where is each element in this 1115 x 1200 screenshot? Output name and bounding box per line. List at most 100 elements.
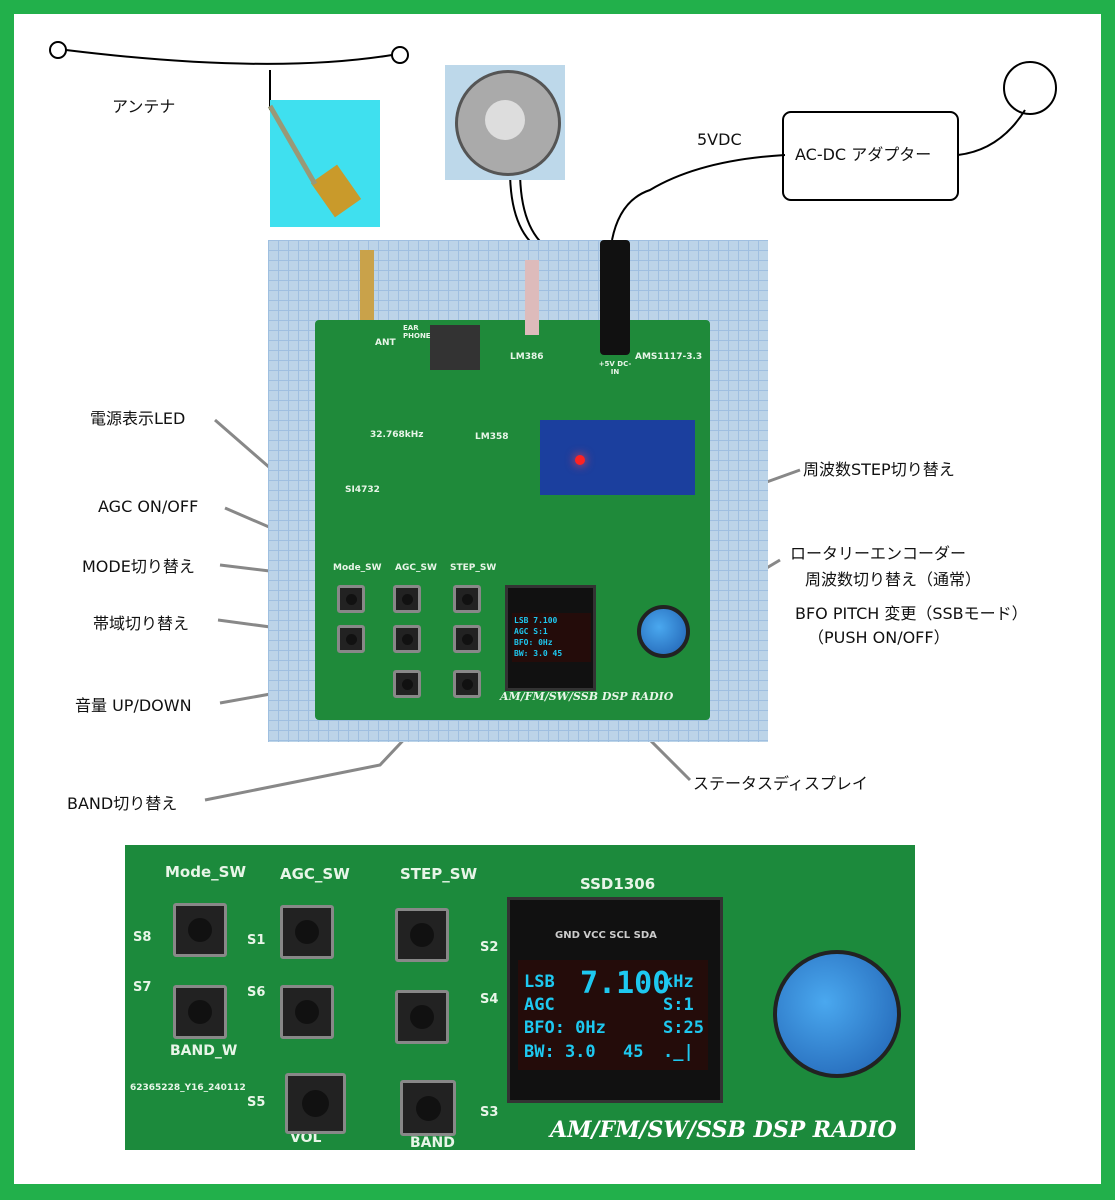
oled-small-bw: BW: 3.0 xyxy=(514,649,548,658)
plug-cable xyxy=(957,109,1026,156)
oled-signal: S:25 xyxy=(663,1018,704,1038)
s7-silk: S7 xyxy=(133,980,152,995)
speaker-photo xyxy=(445,65,565,180)
oled-mode: LSB xyxy=(524,972,555,992)
button-s8[interactable] xyxy=(173,903,227,957)
encoder-freq-label: 周波数切り替え（通常） xyxy=(805,570,982,589)
xtal-silk: 32.768kHz xyxy=(370,430,424,440)
ams-silk: AMS1117-3.3 xyxy=(635,352,703,362)
revision-silk: 62365228_Y16_240112 xyxy=(130,1083,246,1093)
volume-label: 音量 UP/DOWN xyxy=(75,696,192,715)
antenna-end-left xyxy=(49,41,67,59)
closeup-photo: Mode_SW AGC_SW STEP_SW SSD1306 S8 S1 S2 … xyxy=(125,845,915,1151)
oled-small-agc: AGC xyxy=(514,627,529,636)
rotary-encoder[interactable] xyxy=(773,950,901,1078)
button-s7[interactable] xyxy=(173,985,227,1039)
band-silk: BAND xyxy=(410,1135,455,1151)
oled-small-step: S:1 xyxy=(533,627,548,636)
arduino-pro-mini xyxy=(540,420,695,495)
board-title: AM/FM/SW/SSB DSP RADIO xyxy=(550,1117,897,1143)
button-s6[interactable] xyxy=(280,985,334,1039)
adapter-label: AC-DC アダプター xyxy=(795,145,932,164)
button-s1[interactable] xyxy=(280,905,334,959)
encoder-push-label: （PUSH ON/OFF） xyxy=(808,628,950,647)
band-label: BAND切り替え xyxy=(67,794,178,813)
oled-frequency: 7.100 xyxy=(580,966,671,1001)
oled-small-freq: 7.100 xyxy=(533,616,558,625)
ant-silk: ANT xyxy=(375,338,396,348)
button-s3-small[interactable] xyxy=(453,670,481,698)
band-w-silk: BAND_W xyxy=(170,1043,238,1059)
outlet-icon xyxy=(1003,61,1057,115)
button-s5-small[interactable] xyxy=(393,670,421,698)
button-s3[interactable] xyxy=(400,1080,456,1136)
oled-small-mode: LSB xyxy=(514,616,529,625)
dc-cable xyxy=(611,154,786,241)
s3-silk: S3 xyxy=(480,1105,499,1120)
rotary-encoder-small[interactable] xyxy=(637,605,690,658)
oled-screen-small: LSB 7.100 AGC S:1 BFO: 0Hz BW: 3.0 45 xyxy=(512,613,591,662)
board-title-small: AM/FM/SW/SSB DSP RADIO xyxy=(500,690,674,703)
dc-in-silk: +5V DC-IN xyxy=(598,360,632,376)
lm386-silk: LM386 xyxy=(510,352,544,362)
s1-silk: S1 xyxy=(247,933,266,948)
5vdc-label: 5VDC xyxy=(697,130,742,149)
s2-silk: S2 xyxy=(480,940,499,955)
antenna-connector-photo xyxy=(267,100,380,227)
agc-sw-silk: AGC_SW xyxy=(280,865,350,883)
oled-signal-bar: ._| xyxy=(663,1042,694,1062)
adapter-box xyxy=(782,111,959,201)
pcb-board: ANT EAR PHONE LM386 AMS1117-3.3 +5V DC-I… xyxy=(315,240,710,720)
button-s7-small[interactable] xyxy=(337,625,365,653)
encoder-label: ロータリーエンコーダー xyxy=(790,544,967,563)
oled-small-vol: 45 xyxy=(552,649,563,658)
s5-silk: S5 xyxy=(247,1095,266,1110)
mode-sw-silk-small: Mode_SW xyxy=(333,563,382,573)
band-select-label: 帯域切り替え xyxy=(93,614,190,633)
button-s6-small[interactable] xyxy=(393,625,421,653)
button-s5[interactable] xyxy=(285,1073,346,1134)
earphone-jack xyxy=(430,325,480,370)
button-s2-small[interactable] xyxy=(453,585,481,613)
si4732-silk: SI4732 xyxy=(345,485,380,495)
earphone-silk: EAR PHONE xyxy=(403,324,431,340)
oled-pins-silk: GND VCC SCL SDA xyxy=(555,930,657,941)
step-sw-silk: STEP_SW xyxy=(400,865,478,883)
oled-volume: 45 xyxy=(623,1042,644,1062)
oled-small-bfo: BFO: 0Hz xyxy=(514,638,553,647)
button-s1-small[interactable] xyxy=(393,585,421,613)
step-label: 周波数STEP切り替え xyxy=(803,460,955,479)
button-s8-small[interactable] xyxy=(337,585,365,613)
mode-sw-silk: Mode_SW xyxy=(165,863,246,881)
oled-module: GND VCC SCL SDA LSB 7.100 kHz AGC S:1 BF… xyxy=(507,897,723,1103)
button-s4[interactable] xyxy=(395,990,449,1044)
oled-screen: LSB 7.100 kHz AGC S:1 BFO: 0Hz S:25 BW: … xyxy=(518,960,708,1070)
speaker-wire xyxy=(509,169,551,251)
s6-silk: S6 xyxy=(247,985,266,1000)
antenna-end-right xyxy=(391,46,409,64)
antenna-jack xyxy=(360,250,374,320)
oled-unit: kHz xyxy=(663,972,694,992)
oled-step: S:1 xyxy=(663,995,694,1015)
dc-jack xyxy=(600,240,630,355)
button-s4-small[interactable] xyxy=(453,625,481,653)
lm358-silk: LM358 xyxy=(475,432,509,442)
s8-silk: S8 xyxy=(133,930,152,945)
agc-sw-silk-small: AGC_SW xyxy=(395,563,437,573)
agc-label: AGC ON/OFF xyxy=(98,497,199,516)
status-display-label: ステータスディスプレイ xyxy=(693,774,868,793)
step-sw-silk-small: STEP_SW xyxy=(450,563,497,573)
vol-silk: VOL xyxy=(290,1130,322,1146)
button-s2[interactable] xyxy=(395,908,449,962)
oled-module-small: LSB 7.100 AGC S:1 BFO: 0Hz BW: 3.0 45 xyxy=(505,585,596,691)
ssd1306-silk: SSD1306 xyxy=(580,875,656,893)
s4-silk: S4 xyxy=(480,992,499,1007)
antenna-wire xyxy=(65,49,393,65)
power-led-label: 電源表示LED xyxy=(90,409,186,428)
speaker-plug xyxy=(525,260,539,335)
oled-agc: AGC xyxy=(524,995,555,1015)
oled-bfo: BFO: 0Hz xyxy=(524,1018,606,1038)
mode-label: MODE切り替え xyxy=(82,557,195,576)
encoder-bfo-label: BFO PITCH 変更（SSBモード） xyxy=(795,604,1028,623)
antenna-label: アンテナ xyxy=(112,97,176,116)
